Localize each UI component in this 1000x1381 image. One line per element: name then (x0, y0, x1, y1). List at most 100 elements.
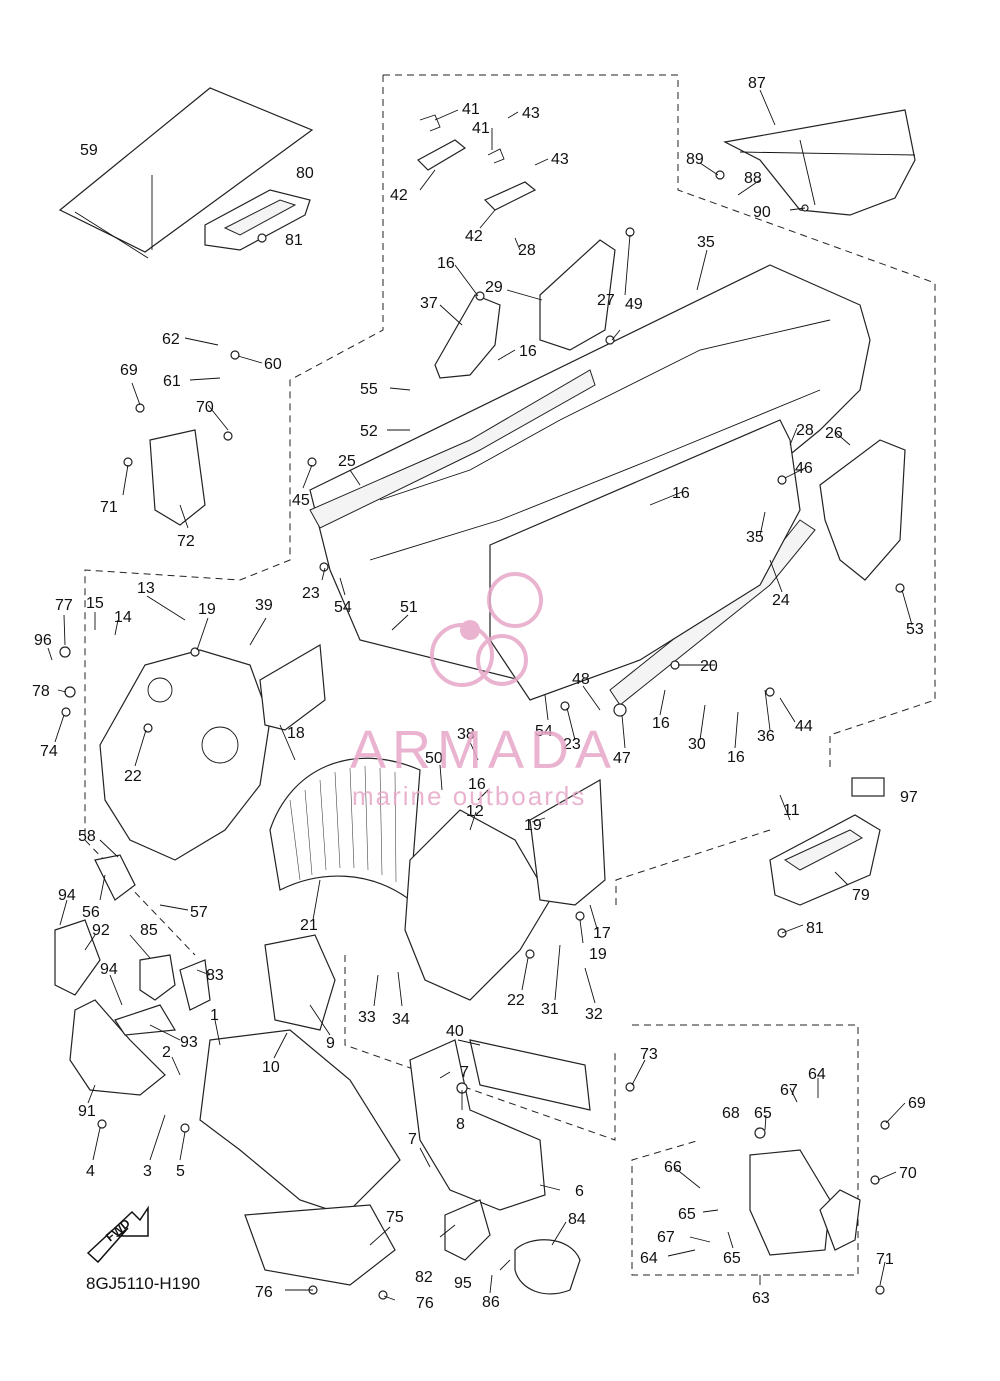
callout-17: 17 (593, 925, 611, 942)
callout-59: 59 (80, 142, 98, 159)
callout-41: 41 (462, 101, 480, 118)
callout-65: 65 (678, 1206, 696, 1223)
fwd-arrow-icon: FWD (86, 1205, 149, 1264)
callout-56: 56 (82, 904, 100, 921)
callout-37: 37 (420, 295, 438, 312)
callout-19: 19 (589, 946, 607, 963)
callout-43: 43 (551, 151, 569, 168)
callout-91: 91 (78, 1103, 96, 1120)
callout-93: 93 (180, 1034, 198, 1051)
callout-33: 33 (358, 1009, 376, 1026)
callout-19: 19 (524, 817, 542, 834)
callout-68: 68 (722, 1105, 740, 1122)
callout-34: 34 (392, 1011, 410, 1028)
fastener-bolts (59, 170, 905, 1300)
callout-10: 10 (262, 1059, 280, 1076)
callout-88: 88 (744, 170, 762, 187)
part-code: 8GJ5110-H190 (86, 1274, 200, 1293)
callout-64: 64 (808, 1066, 826, 1083)
watermark: ARMADA marine outboards (350, 572, 617, 811)
callout-70: 70 (196, 399, 214, 416)
callout-54: 54 (535, 723, 553, 740)
part-59-plate (58, 87, 314, 259)
callout-52: 52 (360, 423, 378, 440)
callout-76: 76 (416, 1295, 434, 1312)
callout-35: 35 (697, 234, 715, 251)
callout-8: 8 (456, 1116, 465, 1133)
callout-32: 32 (585, 1006, 603, 1023)
part-13-housing (99, 649, 271, 861)
callout-30: 30 (688, 736, 706, 753)
callout-11: 11 (783, 802, 800, 819)
callout-9: 9 (326, 1035, 335, 1052)
callout-73: 73 (640, 1046, 658, 1063)
callout-13: 13 (137, 580, 155, 597)
callout-80: 80 (296, 165, 314, 182)
callout-2: 2 (162, 1044, 171, 1061)
callout-31: 31 (541, 1001, 559, 1018)
watermark-brand: ARMADA (350, 720, 617, 780)
parts-12-17 (404, 778, 606, 1001)
watermark-tagline: marine outboards (352, 781, 586, 811)
callout-49: 49 (625, 296, 643, 313)
part-87-duct (723, 109, 916, 216)
callout-38: 38 (457, 726, 475, 743)
callout-22: 22 (507, 992, 525, 1009)
callout-90: 90 (753, 204, 771, 221)
callout-92: 92 (92, 922, 110, 939)
callout-29: 29 (485, 279, 503, 296)
callout-16: 16 (727, 749, 745, 766)
callout-75: 75 (386, 1209, 404, 1226)
callout-95: 95 (454, 1275, 472, 1292)
callout-25: 25 (338, 453, 356, 470)
callout-77: 77 (55, 597, 73, 614)
callout-74: 74 (40, 743, 58, 760)
callout-5: 5 (176, 1163, 185, 1180)
callout-44: 44 (795, 718, 813, 735)
callout-7: 7 (460, 1064, 469, 1081)
callout-57: 57 (190, 904, 208, 921)
callout-87: 87 (748, 75, 766, 92)
callout-18: 18 (287, 725, 305, 742)
callout-27: 27 (597, 292, 615, 309)
callout-16: 16 (468, 776, 486, 793)
callout-94: 94 (100, 961, 118, 978)
callout-4: 4 (86, 1163, 95, 1180)
callout-72: 72 (177, 533, 195, 550)
callout-42: 42 (465, 228, 483, 245)
leader-lines (47, 89, 913, 1301)
parts-left-small (54, 854, 211, 1096)
callout-71: 71 (100, 499, 118, 516)
callout-69: 69 (120, 362, 138, 379)
part-6-bracket (409, 1039, 546, 1211)
callout-81: 81 (806, 920, 824, 937)
callout-16: 16 (519, 343, 537, 360)
callout-67: 67 (780, 1082, 798, 1099)
part-18-plate (259, 644, 326, 731)
part-40-rail (469, 1039, 591, 1111)
callout-labels: 1 2 3 4 5 6 7 7 8 9 10 11 12 13 14 15 16… (32, 75, 926, 1312)
callout-65: 65 (723, 1250, 741, 1267)
callout-83: 83 (206, 967, 224, 984)
main-frame (309, 264, 871, 706)
callout-71: 71 (876, 1251, 894, 1268)
part-21-exchanger (269, 757, 421, 902)
callout-6: 6 (575, 1183, 584, 1200)
callout-96: 96 (34, 632, 52, 649)
callout-16: 16 (672, 485, 690, 502)
callout-64: 64 (640, 1250, 658, 1267)
callout-53: 53 (906, 621, 924, 638)
callout-63: 63 (752, 1290, 770, 1307)
callout-81: 81 (285, 232, 303, 249)
callout-51: 51 (400, 599, 418, 616)
callout-45: 45 (292, 492, 310, 509)
callout-85: 85 (140, 922, 158, 939)
callout-26: 26 (825, 425, 843, 442)
callout-28: 28 (518, 242, 536, 259)
callout-69: 69 (908, 1095, 926, 1112)
callout-1: 1 (210, 1007, 219, 1024)
callout-22: 22 (124, 768, 142, 785)
callout-21: 21 (300, 917, 318, 934)
